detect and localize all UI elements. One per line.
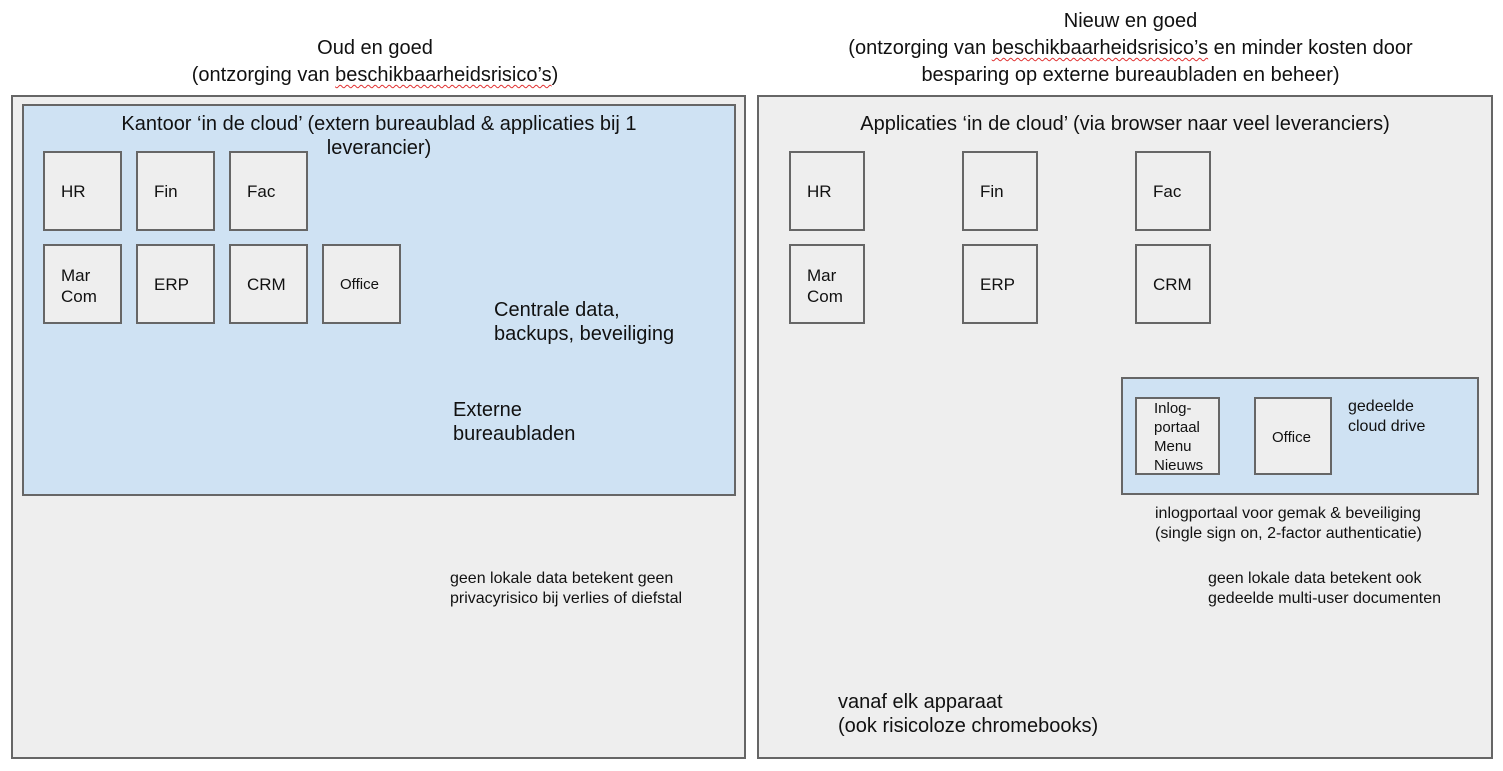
portal-note-line2: (single sign on, 2-factor authenticatie) <box>1155 525 1422 542</box>
app-label: HR <box>807 182 832 201</box>
login-portal-line: Nieuws <box>1154 457 1204 474</box>
left-title-line2: (ontzorging van beschikbaarheidsrisico’s… <box>0 62 750 89</box>
app-label: Fin <box>980 182 1004 201</box>
app-label-line1: Mar <box>807 266 837 285</box>
login-portal-line: portaal <box>1154 419 1200 436</box>
right-title-line1: Nieuw en goed <box>1063 10 1198 32</box>
left-note-line2: privacyrisico bij verlies of diefstal <box>450 590 683 607</box>
shared-drive-label: gedeelde cloud drive <box>1348 397 1425 437</box>
spellcheck-word: beschikbaarheidsrisico’s <box>335 64 552 86</box>
central-data-label: Centrale data, backups, beveiliging <box>494 298 674 346</box>
app-label-line1: Mar <box>61 266 91 285</box>
device-note: vanaf elk apparaat (ook risicoloze chrom… <box>838 690 1098 738</box>
shared-drive-label-line2: cloud drive <box>1348 418 1426 435</box>
left-title-text-end: ) <box>551 64 559 86</box>
app-label: Fac <box>1153 182 1182 201</box>
spellcheck-word: beschikbaarheidsrisico’s <box>991 37 1209 59</box>
right-title-text-end: en minder kosten door <box>1208 37 1413 59</box>
login-portal-box[interactable]: Inlog- portaal Menu Nieuws <box>1135 397 1220 475</box>
login-portal-line: Menu <box>1154 438 1192 455</box>
right-note: geen lokale data betekent ook gedeelde m… <box>1208 569 1441 609</box>
remote-desktops-label: Externe bureaubladen <box>453 398 575 446</box>
cloud-office-box[interactable]: Office <box>1254 397 1332 475</box>
right-cloud-label: Applicaties ‘in de cloud’ (via browser n… <box>860 113 1390 135</box>
left-title: Oud en goed (ontzorging van beschikbaarh… <box>0 35 750 89</box>
right-title-line3: besparing op externe bureaubladen en beh… <box>921 64 1340 86</box>
portal-note: inlogportaal voor gemak & beveiliging (s… <box>1155 504 1422 544</box>
left-cloud-label-line2: leverancier) <box>326 137 432 159</box>
app-label: CRM <box>247 275 286 294</box>
app-box-erp[interactable]: ERP <box>136 244 215 324</box>
central-data-label-line2: backups, beveiliging <box>494 323 675 345</box>
left-title-line1: Oud en goed <box>317 37 433 59</box>
remote-desktops-label-line2: bureaubladen <box>453 423 576 445</box>
app-box-fin[interactable]: Fin <box>136 151 215 231</box>
shared-drive-label-line1: gedeelde <box>1348 398 1414 415</box>
left-title-text: (ontzorging van <box>191 64 336 86</box>
device-note-line1: vanaf elk apparaat <box>838 691 1003 713</box>
right-title-line2: (ontzorging van beschikbaarheidsrisico’s… <box>758 35 1503 62</box>
login-portal-line: Inlog- <box>1154 400 1192 417</box>
remote-desktops-label-line1: Externe <box>453 399 522 421</box>
app-label: Office <box>340 276 379 293</box>
app-label: ERP <box>154 275 189 294</box>
app-label: Fin <box>154 182 178 201</box>
app-label-line2: Com <box>61 287 97 306</box>
right-title-text: (ontzorging van <box>848 37 992 59</box>
left-cloud-label: Kantoor ‘in de cloud’ (extern bureaublad… <box>22 112 736 160</box>
app-box-hr[interactable]: HR <box>43 151 122 231</box>
right-note-line1: geen lokale data betekent ook <box>1208 570 1422 587</box>
app-box-office[interactable]: Office <box>322 244 401 324</box>
right-note-line2: gedeelde multi-user documenten <box>1208 590 1442 607</box>
portal-note-line1: inlogportaal voor gemak & beveiliging <box>1155 505 1421 522</box>
app-label: CRM <box>1153 275 1192 294</box>
left-cloud-label-line1: Kantoor ‘in de cloud’ (extern bureaublad… <box>121 113 637 135</box>
app-label: ERP <box>980 275 1015 294</box>
app-label-line2: Com <box>807 287 843 306</box>
app-label: Fac <box>247 182 276 201</box>
app-box-crm[interactable]: CRM <box>229 244 308 324</box>
central-data-label-line1: Centrale data, <box>494 299 620 321</box>
app-box-fac[interactable]: Fac <box>229 151 308 231</box>
right-title: Nieuw en goed (ontzorging van beschikbaa… <box>758 8 1503 89</box>
left-note-line1: geen lokale data betekent geen <box>450 570 674 587</box>
app-label: HR <box>61 182 86 201</box>
device-note-line2: (ook risicoloze chromebooks) <box>838 715 1099 737</box>
left-note: geen lokale data betekent geen privacyri… <box>450 569 682 609</box>
cloud-office-label: Office <box>1272 429 1311 446</box>
